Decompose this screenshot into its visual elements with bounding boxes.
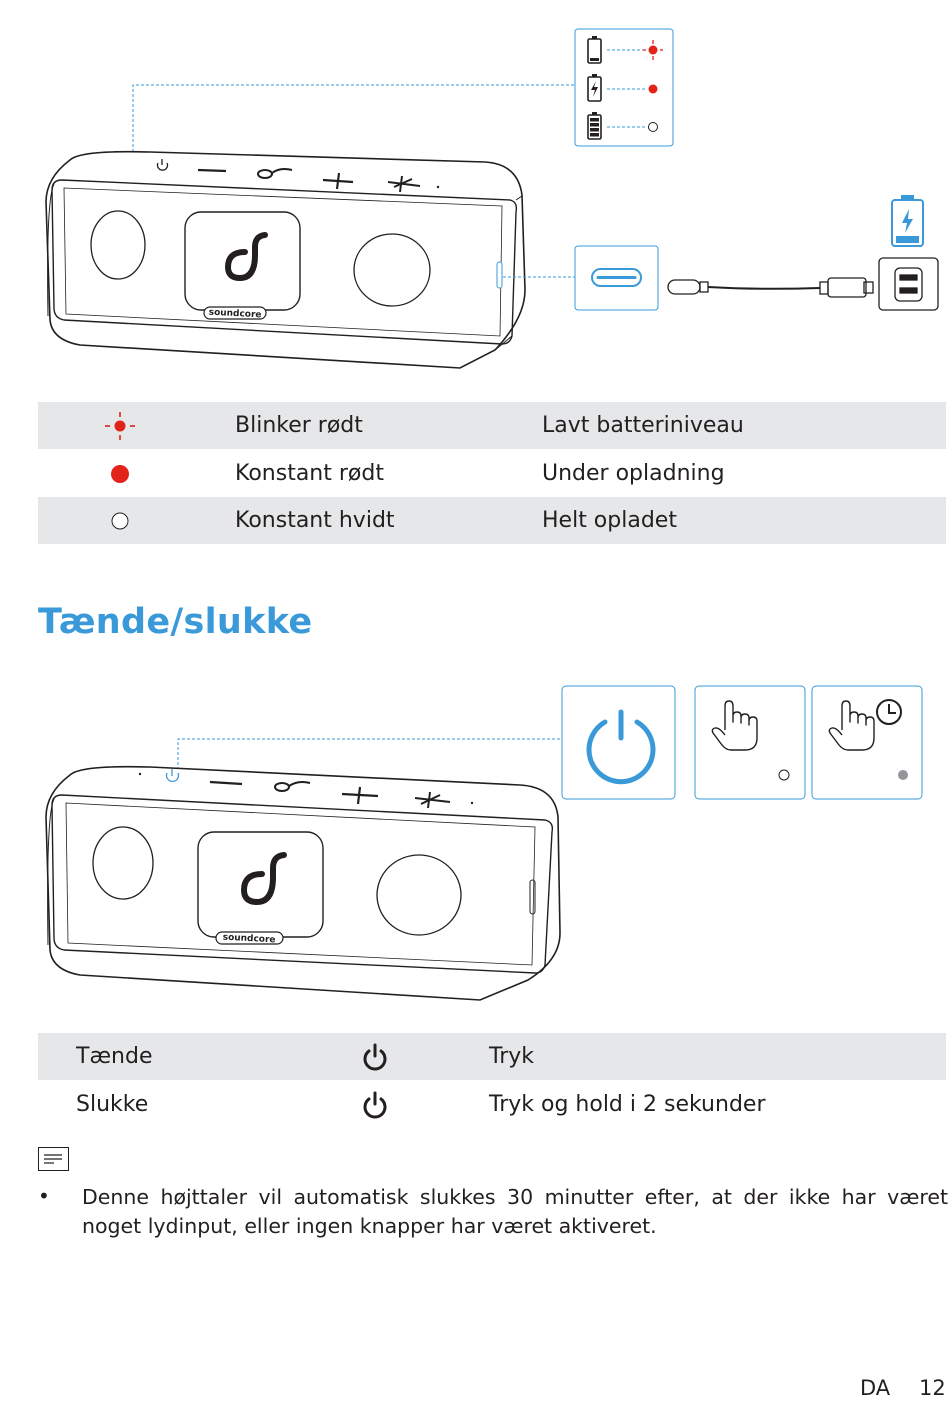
- note-text: Denne højttaler vil automatisk slukkes 3…: [82, 1185, 948, 1238]
- power-icon: [363, 1091, 387, 1119]
- bass-button-icon: [257, 168, 293, 179]
- red-solid-dot-icon: [111, 465, 129, 483]
- power-icon: [165, 769, 180, 783]
- power-icon: [586, 709, 656, 785]
- clock-icon: [876, 699, 902, 725]
- hand-press-icon: [711, 700, 758, 751]
- battery-charging-blue-icon: [891, 195, 924, 247]
- table-row: Blinker rødt Lavt batteriniveau: [38, 402, 946, 449]
- charge-state: Konstant rødt: [235, 461, 384, 486]
- battery-low-icon: [587, 36, 602, 64]
- power-action: Slukke: [76, 1092, 149, 1117]
- charge-meaning: Lavt batteriniveau: [542, 413, 744, 438]
- note-icon: [38, 1147, 69, 1171]
- footer-language: DA: [860, 1376, 891, 1400]
- battery-charging-icon: [587, 74, 602, 102]
- page-number: 12: [919, 1376, 946, 1400]
- power-icon: [363, 1043, 387, 1071]
- power-operation: Tryk: [489, 1044, 535, 1069]
- battery-full-icon: [587, 112, 602, 140]
- charge-state: Blinker rødt: [235, 413, 363, 438]
- table-row: Konstant hvidt Helt opladet: [38, 497, 946, 544]
- charge-meaning: Under opladning: [542, 461, 725, 486]
- table-row: Tænde Tryk: [38, 1033, 946, 1080]
- soundcore-label: soundcore: [222, 933, 275, 946]
- red-blinking-icon: [643, 40, 663, 60]
- speaker-illustration: soundcore: [45, 765, 561, 1001]
- speaker-illustration: soundcore: [45, 150, 526, 369]
- grey-solid-dot-icon: [898, 770, 908, 780]
- power-icon: [156, 159, 169, 171]
- hand-press-icon: [828, 700, 875, 751]
- white-solid-dot-icon: [111, 512, 129, 530]
- wall-charger-icon: [878, 257, 939, 311]
- charge-meaning: Helt opladet: [542, 508, 677, 533]
- table-row: Slukke Tryk og hold i 2 sekunder: [38, 1081, 946, 1128]
- note-bullet: •: [38, 1184, 50, 1208]
- white-solid-dot-icon: [778, 769, 790, 781]
- red-solid-dot-icon: [648, 84, 658, 94]
- table-row: Konstant rødt Under opladning: [38, 450, 946, 497]
- power-action: Tænde: [76, 1044, 153, 1069]
- battery-status-callout: [131, 28, 674, 158]
- soundcore-label: soundcore: [208, 308, 261, 321]
- power-callout: [177, 685, 923, 800]
- usb-a-plug-icon: [819, 277, 874, 298]
- charge-state: Konstant hvidt: [235, 508, 395, 533]
- white-solid-dot-icon: [648, 122, 658, 132]
- section-heading: Tænde/slukke: [38, 602, 313, 642]
- usb-cable-illustration: [503, 195, 939, 311]
- power-operation: Tryk og hold i 2 sekunder: [489, 1092, 766, 1117]
- red-blinking-icon: [105, 412, 135, 440]
